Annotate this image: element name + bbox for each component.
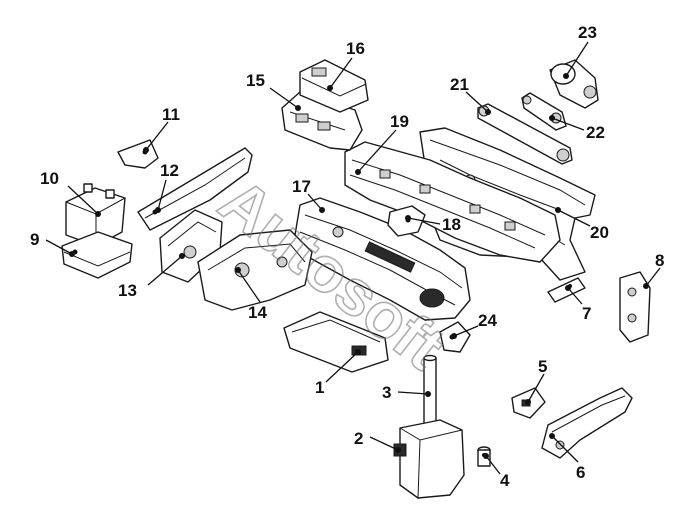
callout-5: 5 (538, 357, 547, 376)
part-17-lower-crossmember (294, 197, 471, 321)
callout-14: 14 (248, 303, 267, 322)
callout-22: 22 (586, 123, 605, 142)
callout-13: 13 (118, 281, 137, 300)
part-10-battery (65, 183, 126, 247)
callout-9: 9 (30, 230, 39, 249)
callout-1: 1 (315, 378, 324, 397)
callout-8: 8 (655, 251, 664, 270)
part-19-crossmember (344, 141, 561, 263)
part-8-bracket (619, 271, 651, 343)
callout-23: 23 (578, 23, 597, 42)
callout-18: 18 (442, 215, 461, 234)
part-22-arm (521, 92, 567, 131)
callout-7: 7 (582, 304, 591, 323)
callouts: 1 2 3 4 5 6 7 8 9 10 11 12 13 (30, 23, 664, 490)
callout-10: 10 (40, 169, 59, 188)
callout-11: 11 (162, 105, 180, 124)
part-9-tray (61, 231, 133, 279)
part-18-bracket (387, 205, 426, 237)
part-11-bracket (117, 139, 159, 169)
part-16-box (299, 59, 369, 113)
part-2-reservoir (393, 419, 465, 499)
part-23-motor (549, 59, 599, 109)
callout-4: 4 (500, 471, 510, 490)
part-12-rail (137, 147, 253, 231)
callout-20: 20 (590, 223, 609, 242)
callout-19: 19 (390, 112, 409, 131)
callout-3: 3 (382, 383, 391, 402)
part-14-wheelarch (197, 229, 313, 311)
callout-15: 15 (246, 71, 265, 90)
callout-21: 21 (450, 75, 469, 94)
callout-16: 16 (346, 39, 365, 58)
part-6-rail (541, 387, 633, 459)
callout-12: 12 (160, 161, 179, 180)
callout-6: 6 (576, 463, 585, 482)
callout-17: 17 (292, 177, 311, 196)
callout-2: 2 (354, 429, 363, 448)
callout-24: 24 (478, 311, 497, 330)
